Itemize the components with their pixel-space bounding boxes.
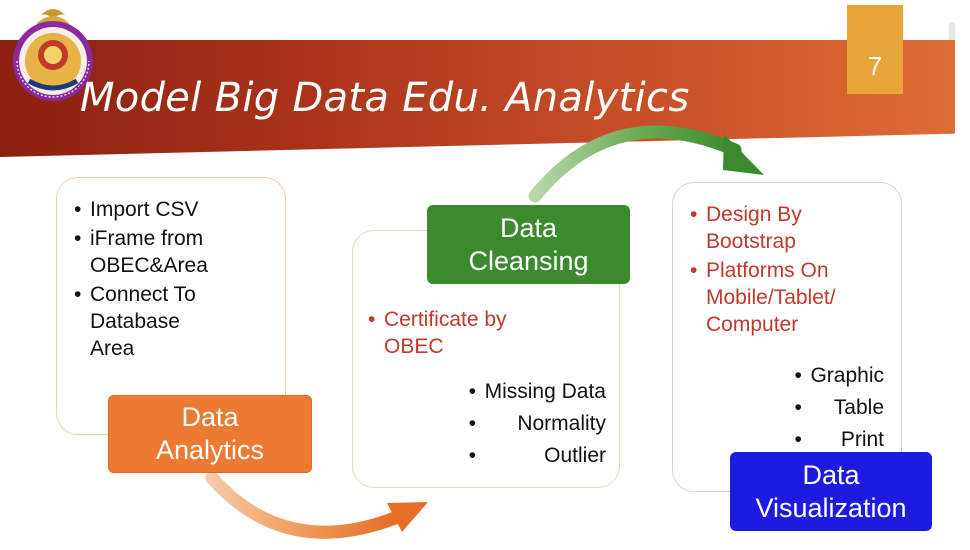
page-number: 7 (867, 51, 883, 81)
banner-edge (949, 22, 955, 40)
list-item: Platforms On Mobile/Tablet/ Computer (690, 257, 885, 338)
banner-tab (955, 40, 963, 126)
cleansing-highlight-list: Certificate by OBEC (368, 306, 598, 360)
data-analytics-label: Data Analytics (108, 395, 312, 473)
slide-title: Model Big Data Edu. Analytics (80, 75, 690, 121)
data-visualization-label: Data Visualization (730, 452, 932, 531)
list-item: Normality (469, 408, 606, 440)
list-item: Print (794, 424, 884, 456)
page-number-badge: 7 (847, 5, 903, 94)
data-cleansing-label: Data Cleansing (427, 205, 630, 284)
visualization-highlight-list: Design By Bootstrap Platforms On Mobile/… (690, 201, 895, 340)
list-item: Outlier (469, 440, 606, 472)
list-item: Table (794, 392, 884, 424)
visualization-list: Graphic Table Print (794, 360, 884, 456)
list-item: Design By Bootstrap (690, 201, 840, 255)
list-item: Connect To Database Area (74, 281, 224, 362)
cleansing-list: Missing Data Normality Outlier (469, 376, 606, 472)
list-item: Graphic (794, 360, 884, 392)
list-item: Import CSV (74, 196, 244, 223)
list-item: iFrame from OBEC&Area (74, 225, 244, 279)
analytics-list: Import CSV iFrame from OBEC&Area Connect… (74, 196, 244, 364)
obec-seal-icon (13, 9, 93, 101)
list-item: Certificate by OBEC (368, 306, 568, 360)
list-item: Missing Data (469, 376, 606, 408)
